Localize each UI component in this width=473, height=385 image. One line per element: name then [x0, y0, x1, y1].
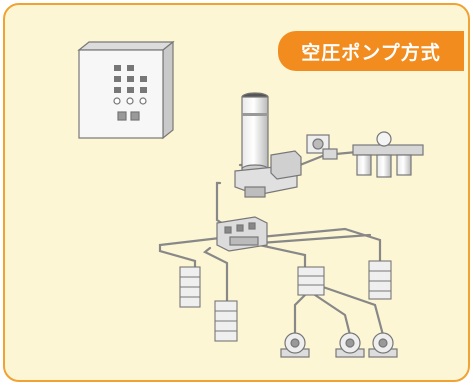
main-distributor	[216, 216, 268, 252]
bearing-3	[368, 332, 398, 358]
panel-lamps	[113, 97, 147, 105]
divider-block-1	[179, 266, 201, 308]
diagram-frame: 空圧ポンプ方式	[3, 3, 470, 382]
pump-unit	[234, 92, 302, 198]
air-frl-unit	[352, 131, 424, 178]
solenoid-valve	[306, 134, 338, 160]
system-illustration	[77, 40, 424, 358]
divider-block-3	[297, 266, 325, 296]
bearing-1	[280, 332, 310, 358]
control-panel	[77, 40, 175, 140]
method-badge: 空圧ポンプ方式	[278, 31, 464, 71]
divider-block-4	[368, 260, 392, 300]
panel-indicators	[114, 65, 147, 93]
divider-block-2	[214, 300, 238, 342]
panel-switches	[117, 111, 140, 121]
bearing-2	[335, 332, 365, 358]
